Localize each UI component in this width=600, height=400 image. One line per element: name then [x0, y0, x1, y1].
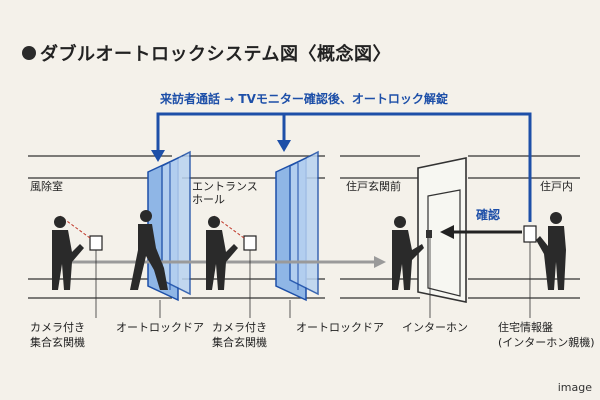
caption-camera-panel-1: カメラ付き 集合玄関機	[30, 321, 85, 349]
caption-home-panel: 住宅情報盤 (インターホン親機)	[498, 321, 595, 349]
confirm-label: 確認	[476, 208, 501, 222]
zone-entrance-hall: エントランス ホール	[192, 180, 258, 206]
camera-panel-2-icon	[243, 235, 257, 251]
zone-windbreak: 風除室	[30, 180, 63, 193]
caption-auto-door-2: オートロックドア	[296, 321, 384, 334]
resident-figure	[536, 212, 566, 290]
corner-image-label: image	[557, 381, 592, 394]
visitor-figure-3	[392, 216, 424, 290]
autolock-door-2	[275, 150, 319, 302]
caption-camera-panel-2: カメラ付き 集合玄関機	[212, 321, 267, 349]
caption-intercom: インターホン	[402, 321, 468, 334]
autolock-door-1	[147, 150, 191, 302]
flow-arrow-1	[151, 150, 165, 162]
confirm-arrow	[440, 225, 522, 239]
camera-panel-1-icon	[89, 235, 103, 251]
zone-unit-front: 住戸玄関前	[346, 180, 401, 193]
flow-label: 来訪者通話 → TVモニター確認後、オートロック解錠	[160, 92, 448, 106]
flow-bracket	[156, 112, 532, 222]
caption-auto-door-1: オートロックドア	[116, 321, 204, 334]
leader-lines	[95, 238, 531, 318]
title-bullet-icon	[22, 46, 36, 60]
visitor-figure-1	[52, 216, 84, 290]
diagram-title: ダブルオートロックシステム図〈概念図〉	[40, 44, 391, 65]
unit-entrance-door	[417, 157, 467, 303]
flow-arrow-2	[277, 140, 291, 152]
home-panel-icon	[523, 225, 537, 243]
title-row: ダブルオートロックシステム図〈概念図〉	[22, 40, 391, 66]
visitor-figure-walking	[130, 210, 168, 290]
zone-unit-inside: 住戸内	[540, 180, 573, 193]
visitor-figure-2	[206, 216, 238, 290]
